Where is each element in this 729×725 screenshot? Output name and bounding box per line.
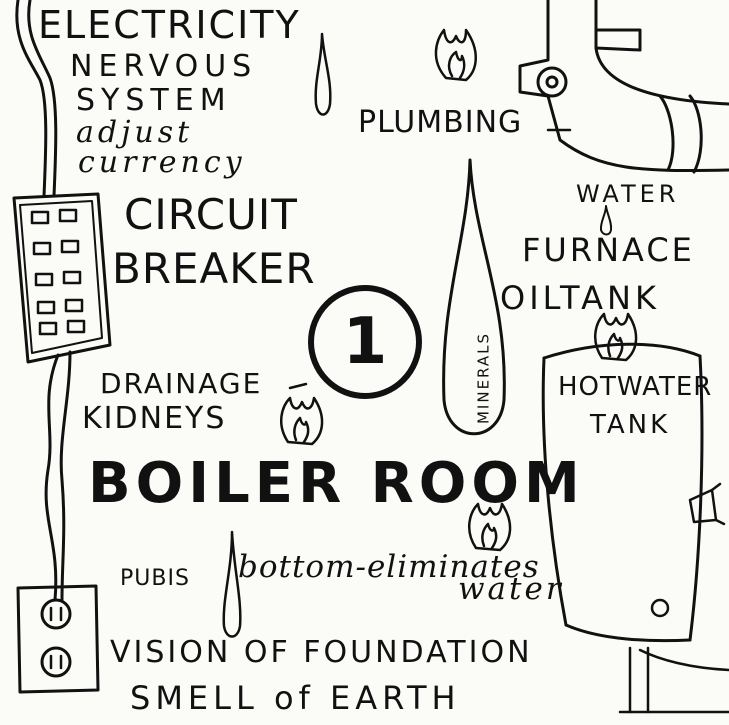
label-currency: currency — [78, 148, 246, 178]
label-circuit: CIRCUIT — [124, 194, 298, 236]
label-system: SYSTEM — [76, 86, 232, 116]
label-breaker: BREAKER — [112, 248, 316, 290]
chapter-number: 1 — [311, 288, 419, 396]
outlet-cord — [46, 355, 58, 600]
label-plumbing: PLUMBING — [358, 108, 522, 138]
flame-icon-furnace — [595, 314, 636, 360]
label-water-bottom: water — [458, 574, 564, 605]
label-oiltank: OILTANK — [500, 282, 660, 314]
label-boiler-room: BOILER ROOM — [88, 456, 585, 512]
label-drainage: DRAINAGE — [100, 370, 262, 398]
drainage-pointer — [290, 384, 306, 388]
label-kidneys: KIDNEYS — [82, 404, 226, 434]
label-tank: TANK — [590, 412, 670, 438]
outlet-cord-2 — [61, 352, 70, 600]
label-smell: SMELL of EARTH — [130, 682, 461, 714]
small-drop-top — [316, 34, 331, 115]
label-electricity: ELECTRICITY — [38, 6, 301, 44]
circuit-breaker-box — [14, 194, 110, 362]
flame-icon-top — [436, 30, 476, 80]
label-hot-water: HOTWATER — [558, 374, 712, 400]
flame-icon-drainage — [281, 398, 322, 444]
label-minerals: MINERALS — [477, 332, 492, 424]
label-pubis: PUBIS — [120, 568, 190, 590]
label-nervous: NERVOUS — [70, 52, 257, 82]
label-adjust: adjust — [76, 118, 193, 148]
plumbing-pipes — [520, 0, 729, 172]
label-furnace: FURNACE — [522, 234, 695, 266]
label-vision: VISION OF FOUNDATION — [110, 638, 533, 668]
label-water-top: WATER — [576, 182, 679, 206]
wall-outlet — [18, 586, 98, 692]
